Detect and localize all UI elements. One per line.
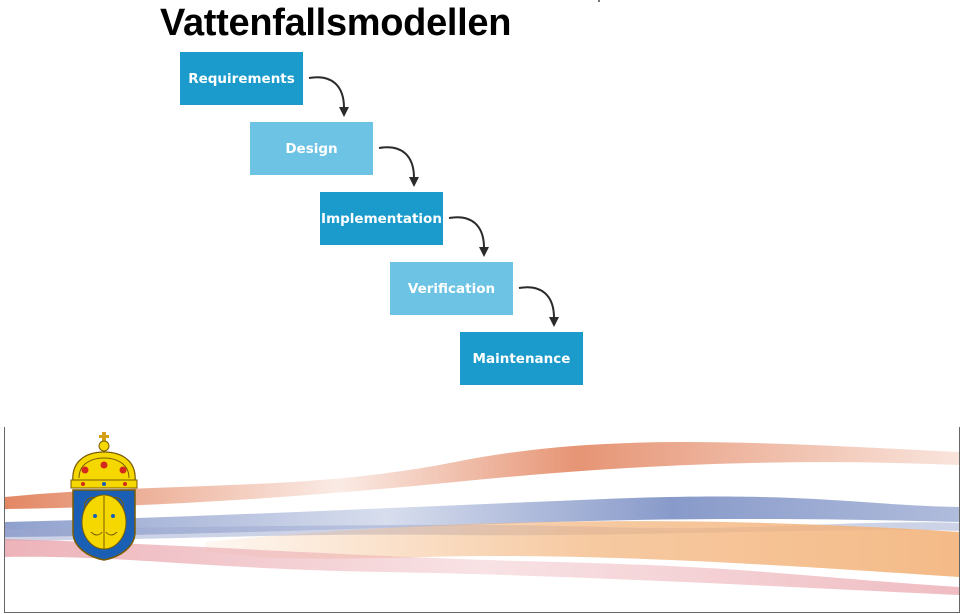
page-title: Vattenfallsmodellen [160, 2, 512, 44]
step-implementation: Implementation [320, 192, 443, 245]
step-maintenance: Maintenance [460, 332, 583, 385]
step-label: Maintenance [472, 350, 571, 367]
flow-arrow-icon [518, 286, 559, 327]
coat-of-arms-logo [70, 432, 138, 561]
slide-footer [4, 427, 960, 613]
flow-arrow-icon [308, 76, 349, 117]
step-label: Design [285, 140, 338, 157]
flow-arrow-icon [448, 216, 489, 257]
step-design: Design [250, 122, 373, 175]
step-label: Requirements [188, 70, 295, 87]
decorative-waves [5, 442, 959, 595]
step-verification: Verification [390, 262, 513, 315]
flow-arrow-icon [378, 146, 419, 187]
step-requirements: Requirements [180, 52, 303, 105]
step-label: Verification [407, 280, 496, 297]
stray-mark [598, 0, 600, 2]
step-label: Implementation [321, 210, 442, 227]
